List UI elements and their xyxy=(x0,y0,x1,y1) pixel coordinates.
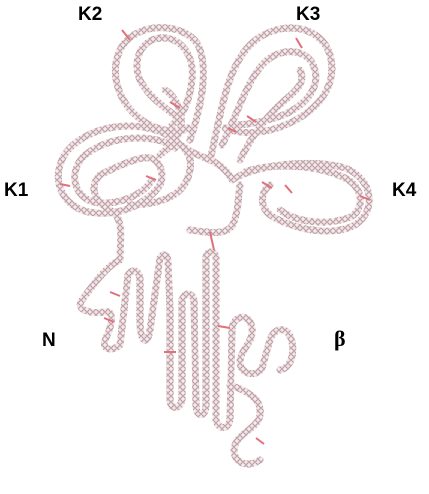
label-k3: K3 xyxy=(296,4,320,25)
label-beta-chain: β xyxy=(334,326,346,351)
disulfide-bond-n-term xyxy=(110,292,120,296)
label-k1: K1 xyxy=(4,180,29,201)
kringle-k4-domain xyxy=(190,163,369,232)
label-n-terminus: N xyxy=(42,330,56,351)
c-terminal-loop xyxy=(230,385,260,464)
disulfide-bond-beta-loop xyxy=(256,438,264,444)
disulfide-bond-k4-center xyxy=(285,185,292,193)
stem-beta-chain xyxy=(80,252,293,464)
hairpin-4 xyxy=(216,317,293,427)
kringle-k3-domain xyxy=(210,28,332,160)
n-terminal-strand xyxy=(80,260,120,349)
disulfide-bond-hairpin-right xyxy=(218,326,230,328)
label-k4: K4 xyxy=(392,180,417,201)
kringle-k1-domain xyxy=(58,126,190,213)
hairpin-2 xyxy=(150,255,182,408)
hairpin-3 xyxy=(182,252,216,420)
k4-link-strand xyxy=(190,185,240,233)
label-k2: K2 xyxy=(78,4,102,25)
k2-inner-strand xyxy=(137,38,192,125)
k1-to-stem-strand xyxy=(94,175,121,260)
hairpin-1 xyxy=(120,271,150,345)
disulfide-bond-k3-top xyxy=(296,38,302,48)
